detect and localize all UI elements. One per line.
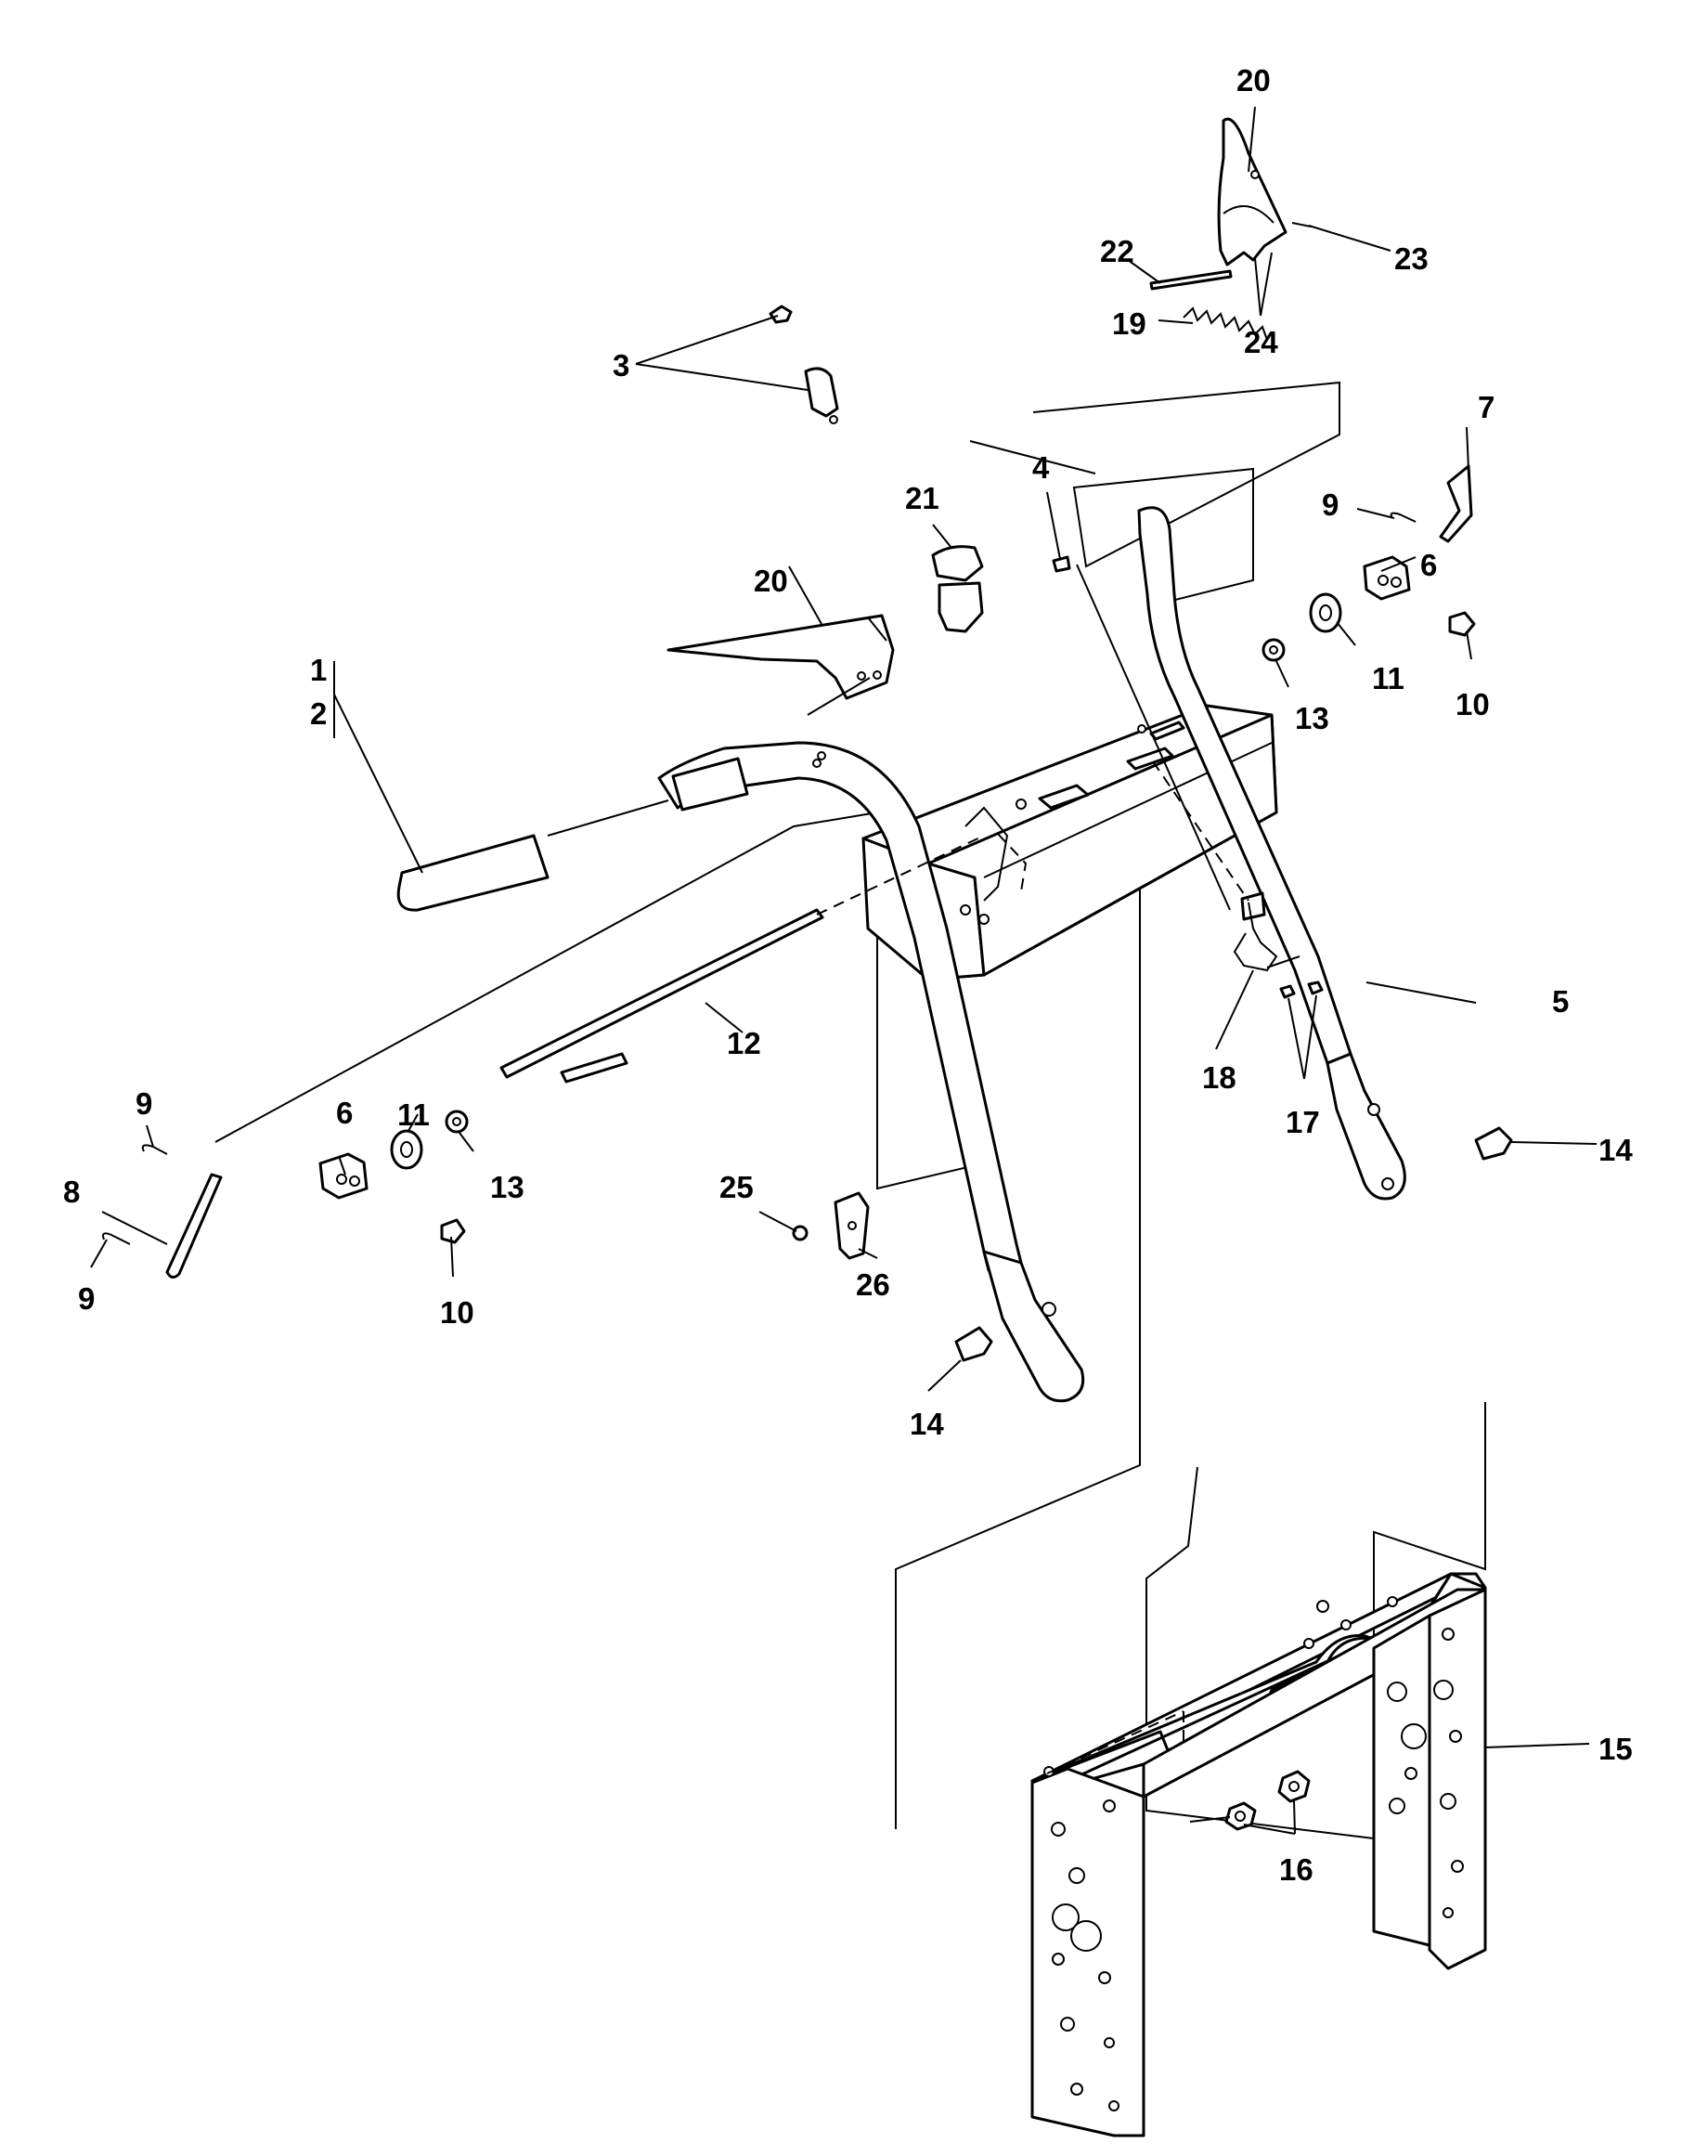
callout-10-left: 10 bbox=[440, 1295, 474, 1330]
callout-15: 15 bbox=[1598, 1732, 1633, 1766]
bolt bbox=[1052, 555, 1071, 573]
cable-rod-right bbox=[1439, 464, 1473, 543]
callout-18: 18 bbox=[1202, 1060, 1236, 1095]
cable-rod-left bbox=[165, 1173, 223, 1279]
callout-10-right: 10 bbox=[1456, 687, 1490, 721]
cotter-pins bbox=[102, 512, 1417, 1245]
callout-9-right: 9 bbox=[1322, 487, 1339, 522]
bolt-right bbox=[1448, 611, 1476, 637]
right-handle-tube bbox=[1137, 506, 1406, 1201]
bushing-right bbox=[1309, 592, 1342, 633]
callout-1: 1 bbox=[310, 653, 327, 687]
key-switch bbox=[769, 305, 839, 424]
callout-5: 5 bbox=[1552, 984, 1569, 1019]
bearing-block-left bbox=[318, 1152, 369, 1200]
callout-9-bottom-left: 9 bbox=[78, 1281, 95, 1316]
callout-14-right: 14 bbox=[1598, 1133, 1633, 1167]
handle-mounting-bracket bbox=[1030, 1572, 1487, 2137]
callout-11-left: 11 bbox=[397, 1097, 430, 1132]
small-pin bbox=[1291, 222, 1312, 227]
shoulder-bolt-left bbox=[954, 1326, 993, 1362]
callout-24: 24 bbox=[1244, 325, 1278, 359]
callout-23: 23 bbox=[1394, 241, 1429, 276]
clevis-pin bbox=[1149, 269, 1233, 291]
callout-9-top-left: 9 bbox=[136, 1086, 152, 1121]
callout-14-left: 14 bbox=[910, 1407, 944, 1441]
callout-17: 17 bbox=[1286, 1105, 1320, 1139]
callout-7: 7 bbox=[1478, 390, 1494, 424]
nut-left bbox=[445, 1110, 469, 1134]
callout-6-left: 6 bbox=[336, 1096, 353, 1130]
callout-13-right: 13 bbox=[1295, 701, 1329, 735]
choke-knob bbox=[931, 545, 984, 633]
callout-26: 26 bbox=[856, 1267, 890, 1302]
callout-leader-lines bbox=[90, 106, 1598, 1835]
spring bbox=[1183, 306, 1268, 341]
callout-12: 12 bbox=[727, 1026, 761, 1060]
callout-20-top: 20 bbox=[1236, 63, 1271, 97]
callout-11-right: 11 bbox=[1372, 661, 1404, 695]
interlock-switch bbox=[834, 1191, 870, 1260]
screw bbox=[792, 1225, 809, 1241]
shoulder-bolt-right bbox=[1474, 1126, 1513, 1161]
callout-21: 21 bbox=[905, 481, 939, 515]
lever-assembly bbox=[1076, 564, 1324, 999]
nut-right bbox=[1262, 638, 1286, 662]
bushing-left bbox=[390, 1129, 423, 1170]
callout-labels: 1 2 3 4 5 6 6 7 8 9 9 9 10 10 11 11 12 1… bbox=[63, 63, 1633, 1887]
callout-20-left: 20 bbox=[754, 564, 788, 598]
callout-6-right: 6 bbox=[1420, 548, 1437, 582]
callout-25: 25 bbox=[719, 1170, 754, 1204]
callout-8: 8 bbox=[63, 1175, 80, 1209]
callout-19: 19 bbox=[1112, 306, 1146, 341]
callout-4: 4 bbox=[1032, 450, 1050, 485]
flange-nuts bbox=[1189, 1770, 1311, 1831]
callout-13-left: 13 bbox=[490, 1170, 524, 1204]
bolt-left bbox=[440, 1218, 466, 1244]
bearing-block-right bbox=[1363, 555, 1411, 601]
callout-2: 2 bbox=[310, 696, 327, 731]
chute-control-handle bbox=[1217, 117, 1287, 266]
callout-22: 22 bbox=[1100, 234, 1134, 268]
handle-grip bbox=[396, 757, 749, 912]
callout-3: 3 bbox=[613, 348, 629, 383]
handle-shield-left bbox=[666, 614, 895, 716]
assembly-outline-lines bbox=[214, 381, 1486, 1840]
control-rod bbox=[499, 835, 985, 1084]
callout-16: 16 bbox=[1279, 1852, 1313, 1887]
